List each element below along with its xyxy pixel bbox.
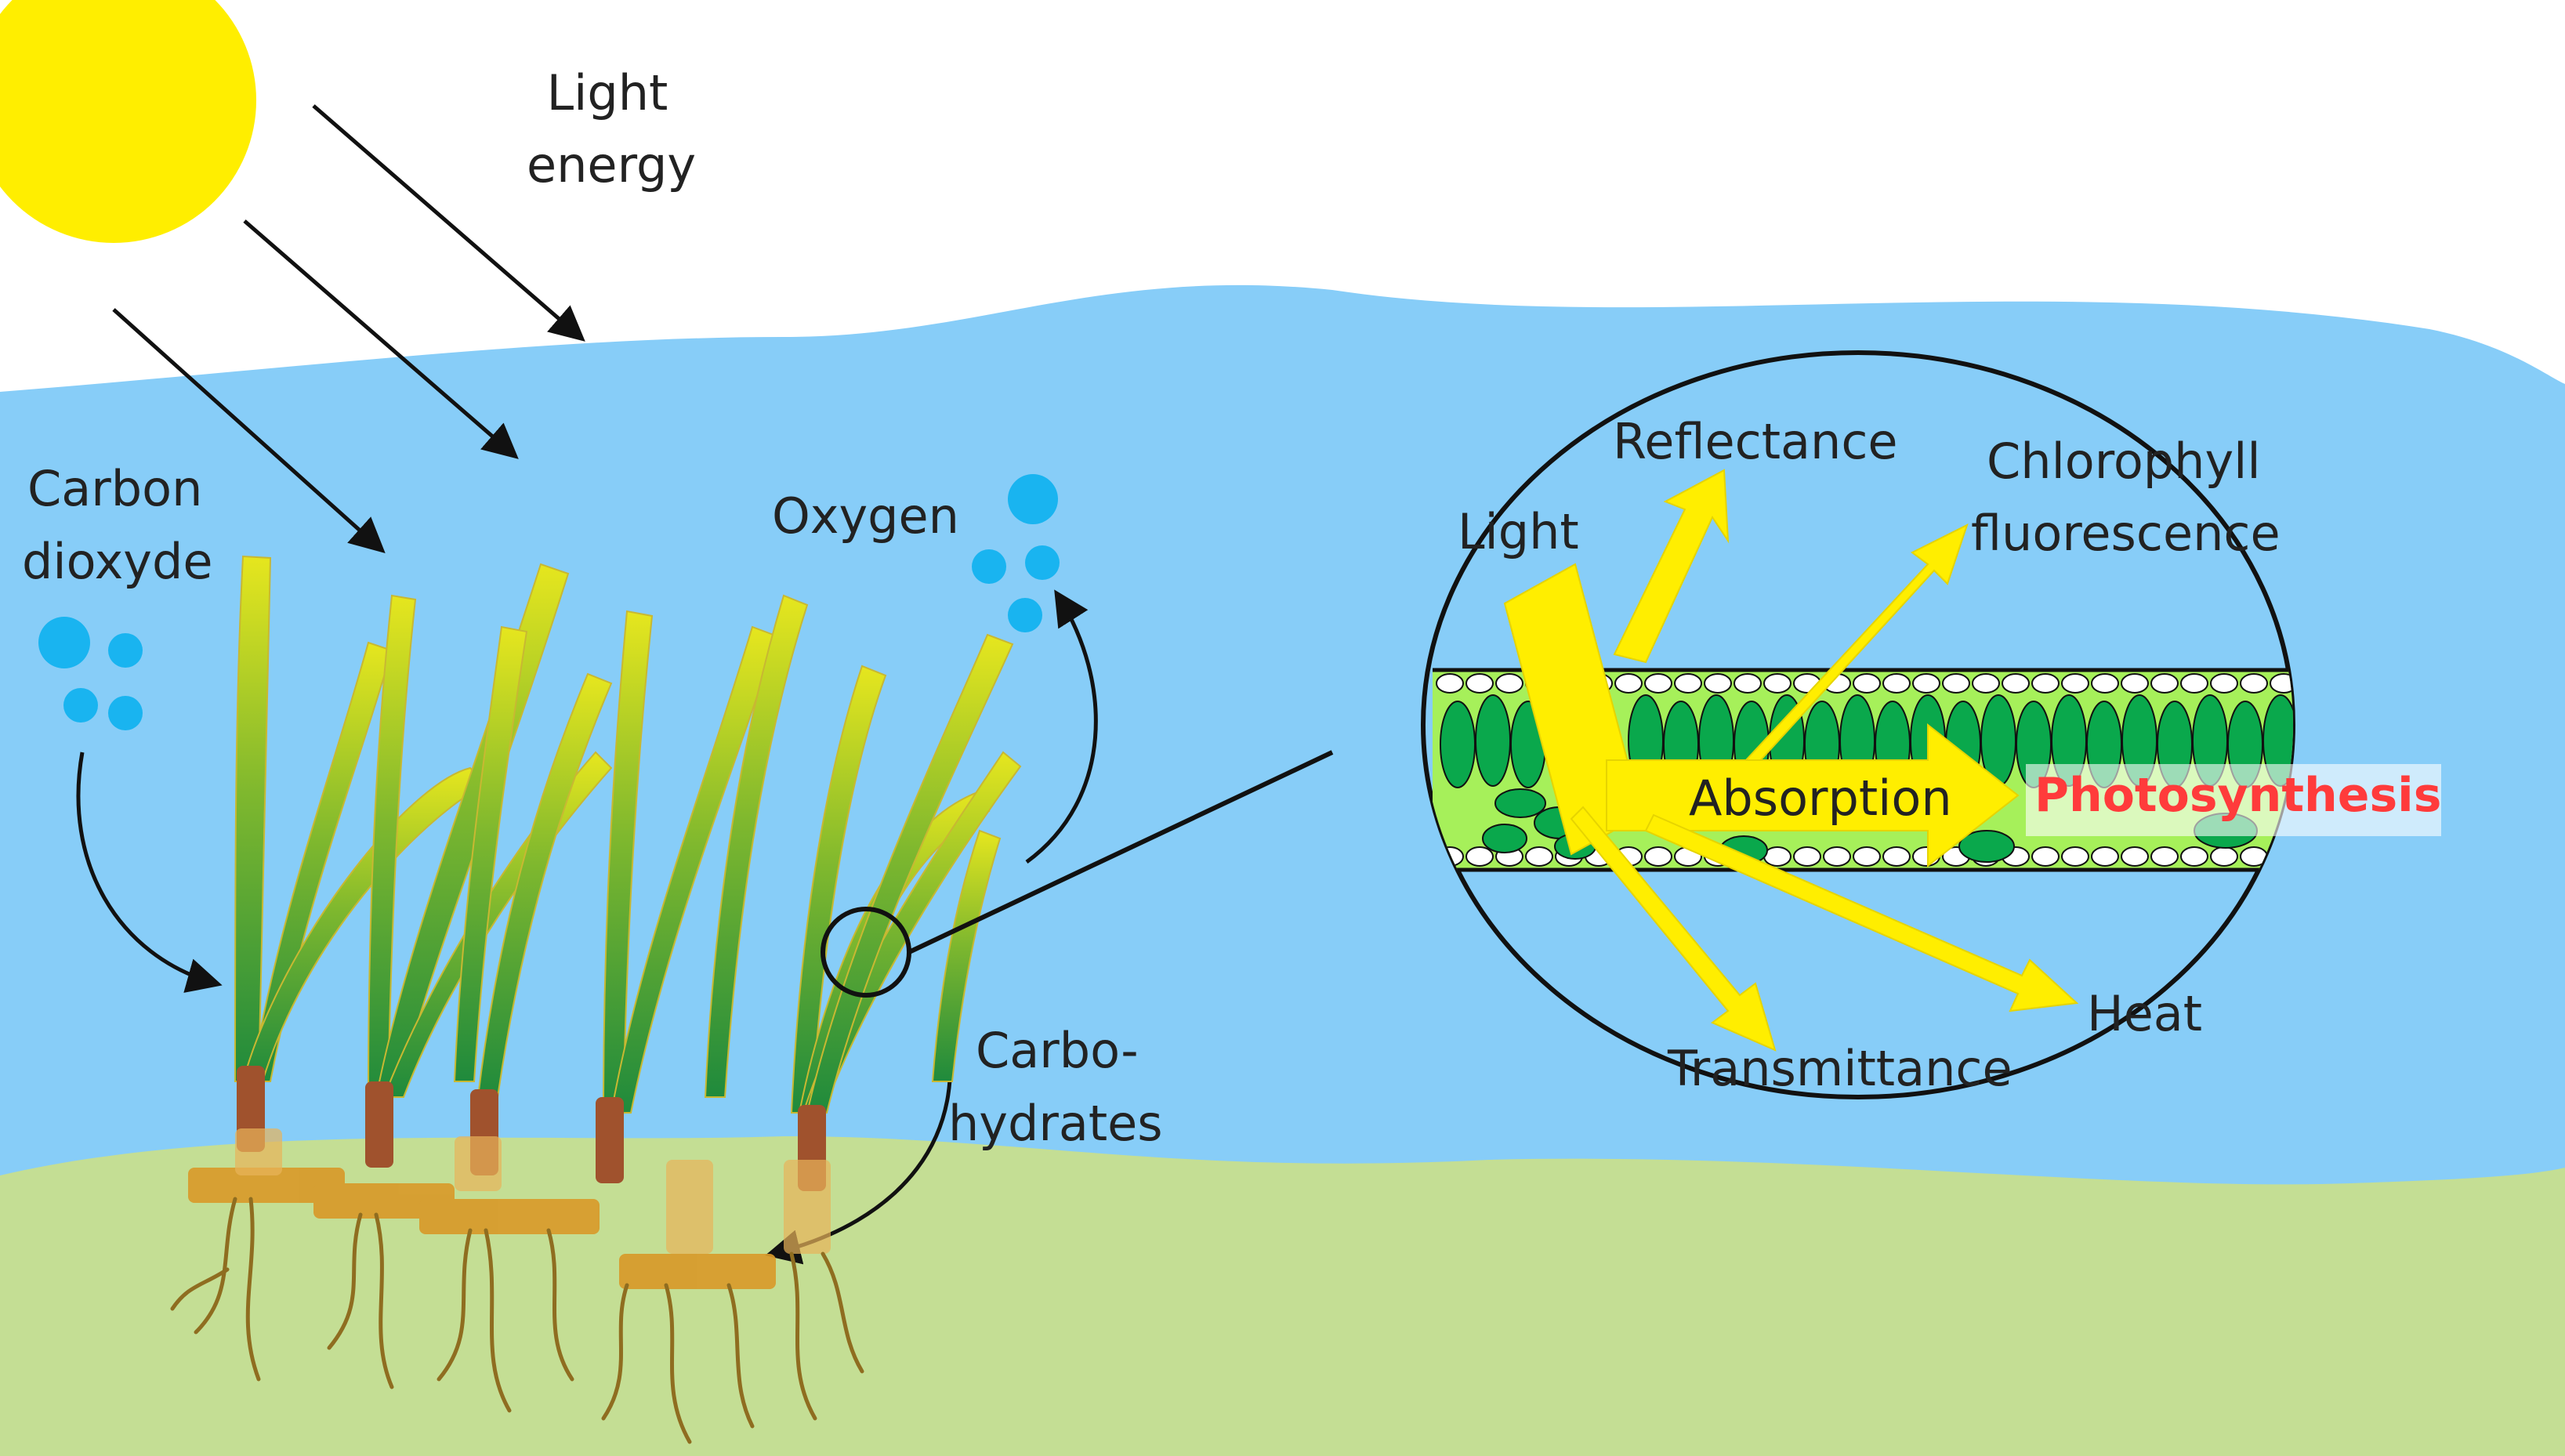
rhizome-stubs xyxy=(235,1128,831,1254)
chlorophyll-fluorescence-arrow xyxy=(1723,523,1969,793)
transmittance-arrow xyxy=(1570,806,1777,1052)
sun xyxy=(0,0,256,243)
label-oxygen: Oxygen xyxy=(772,487,959,545)
label-light-energy-1: Light xyxy=(547,64,668,121)
carbon-dioxide-bubbles xyxy=(38,617,143,730)
zoom-connector xyxy=(908,750,1334,954)
label-light-energy-2: energy xyxy=(527,136,696,194)
seagrass-roots xyxy=(170,1197,864,1444)
label-carbon-dioxide-2: dioxyde xyxy=(22,533,213,590)
label-heat: Heat xyxy=(2087,985,2202,1042)
label-chlorophyll-1: Chlorophyll xyxy=(1987,433,2261,490)
photosynthesis-box xyxy=(2026,764,2441,836)
label-reflectance: Reflectance xyxy=(1613,413,1898,470)
heat-arrow xyxy=(1644,813,2079,1012)
light-rays xyxy=(112,104,585,554)
label-transmittance: Transmittance xyxy=(1667,1040,2013,1097)
label-carbohydrates-1: Carbo- xyxy=(976,1022,1139,1079)
co2-arrow xyxy=(76,752,223,993)
label-photosynthesis: Photosynthesis xyxy=(2034,768,2441,823)
label-absorption: Absorption xyxy=(1689,770,1952,827)
oxygen-bubbles xyxy=(972,474,1060,632)
label-light: Light xyxy=(1458,503,1579,560)
sediment xyxy=(0,1136,2565,1456)
seagrass-leaves xyxy=(234,555,1022,1114)
label-chlorophyll-2: fluorescence xyxy=(1971,505,2281,562)
label-carbon-dioxide-1: Carbon xyxy=(27,460,202,517)
light-pathways xyxy=(1503,469,2079,1052)
epidermis-top xyxy=(1436,673,2293,694)
oxygen-arrow xyxy=(1025,589,1098,864)
label-carbohydrates-2: hydrates xyxy=(948,1095,1163,1152)
seagrass-rhizomes xyxy=(188,1168,776,1289)
reflectance-arrow xyxy=(1613,469,1730,664)
